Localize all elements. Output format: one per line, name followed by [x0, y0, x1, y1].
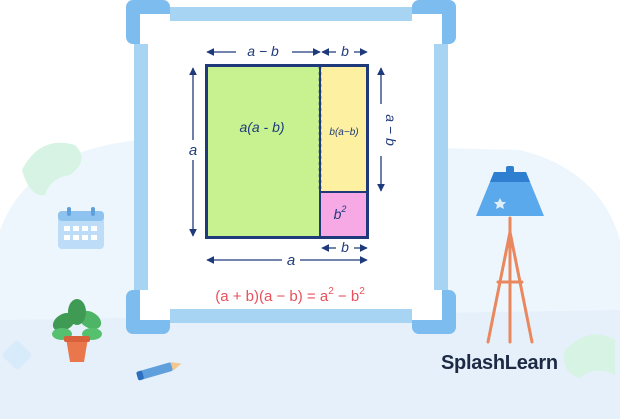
- brand-logo: SplashLearn: [441, 352, 558, 374]
- label-region-strip: b(a−b): [329, 127, 358, 138]
- area-diagram: a(a - b) b(a−b) b2: [205, 64, 369, 239]
- region-square: [319, 191, 368, 238]
- label-region-square: b2: [334, 204, 347, 222]
- formula-exp1: 2: [328, 286, 334, 297]
- floor-band: [0, 310, 620, 419]
- label-square-base: b: [334, 206, 342, 222]
- label-top-b: b: [341, 43, 349, 59]
- plant-icon: [52, 299, 102, 362]
- label-bottom-b: b: [341, 239, 349, 255]
- lamp-icon: [476, 166, 544, 344]
- label-right-a-minus-b: a − b: [383, 114, 399, 146]
- calendar-icon: [58, 207, 104, 249]
- dimension-labels: a − b b a a − b b a: [186, 43, 399, 269]
- formula-lhs: (a + b)(a − b) = a: [215, 288, 329, 305]
- region-strip: [319, 65, 368, 193]
- label-square-exp: 2: [340, 204, 346, 214]
- region-main: [206, 65, 321, 238]
- formula: (a + b)(a − b) = a2 − b2: [215, 286, 365, 305]
- deco-swirl-left: [22, 142, 82, 196]
- deco-swirl-right: [564, 334, 615, 378]
- label-bottom-a: a: [287, 252, 295, 269]
- formula-exp2: 2: [359, 286, 365, 297]
- deco-diamond: [2, 340, 32, 370]
- label-region-main: a(a - b): [239, 119, 284, 135]
- label-top-a-minus-b: a − b: [247, 43, 279, 59]
- pencil-icon: [136, 362, 182, 381]
- label-left-a: a: [189, 142, 197, 159]
- formula-mid: − b: [334, 288, 359, 305]
